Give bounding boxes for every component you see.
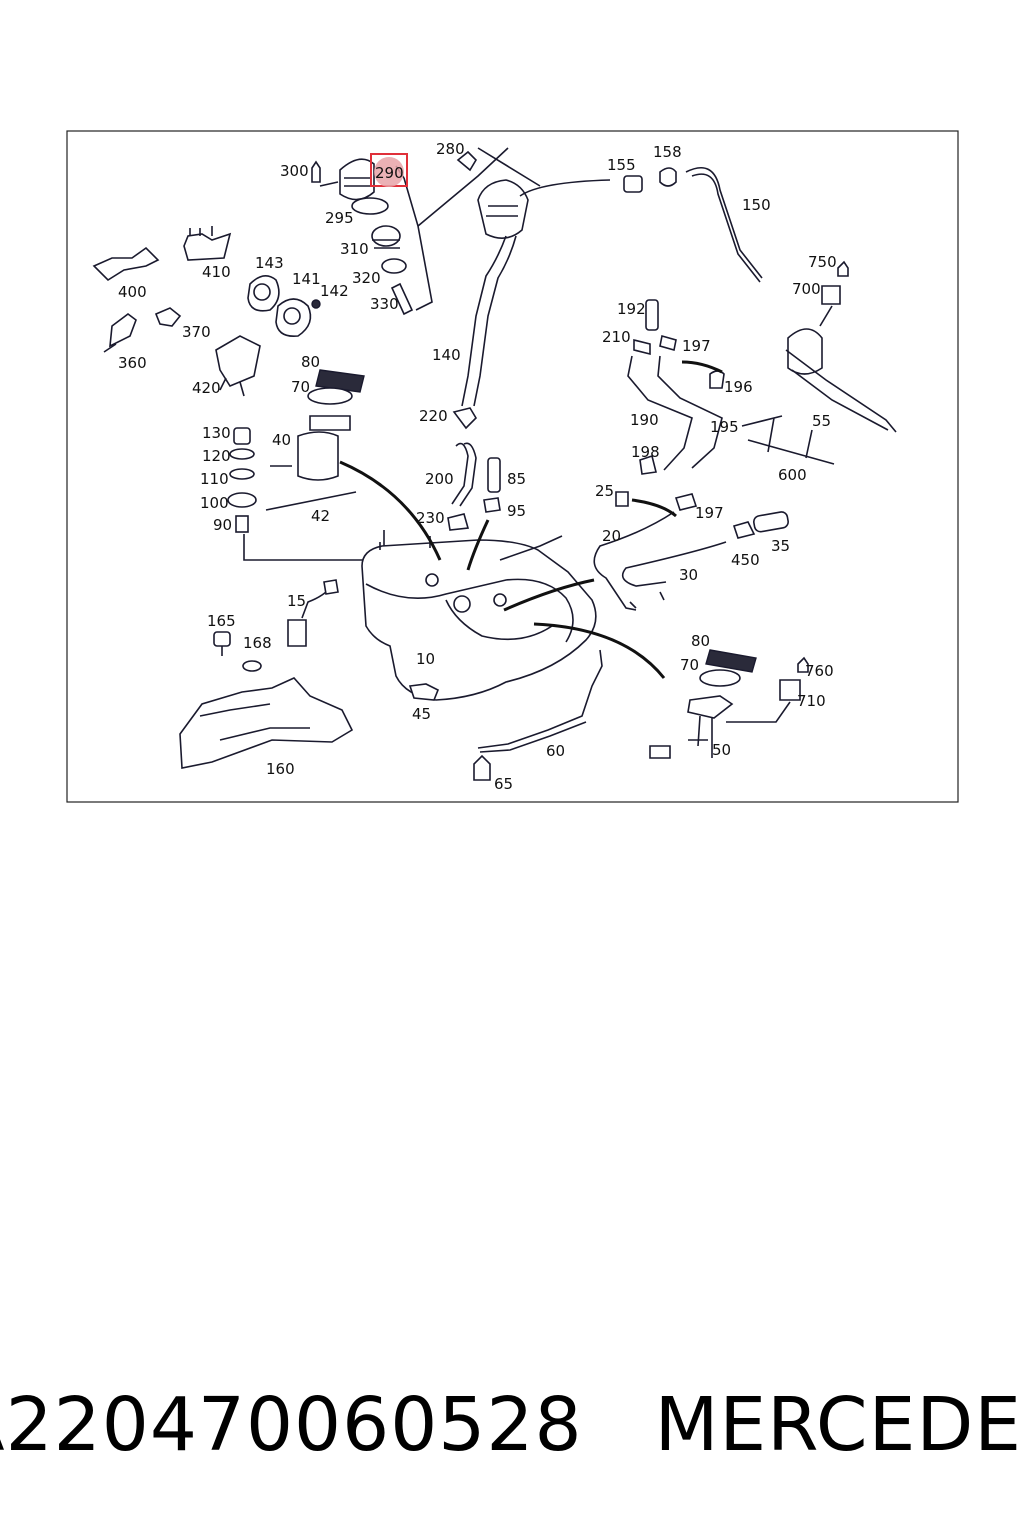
callout-20: 20 (602, 527, 621, 545)
fuel-lines-lower-right (593, 511, 789, 611)
callout-142: 142 (320, 282, 349, 300)
highlighted-part-marker: 290 (370, 153, 408, 187)
flange-group (247, 275, 321, 338)
callout-410: 410 (202, 263, 231, 281)
assembly-arrows (339, 360, 723, 679)
fuel-pump-left-group (270, 369, 365, 481)
brackets-left (103, 307, 261, 397)
callout-198: 198 (631, 443, 660, 461)
callout-30: 30 (679, 566, 698, 584)
filler-neck-group (417, 147, 611, 407)
callout-25: 25 (595, 482, 614, 500)
fuel-pump-right-group (649, 649, 809, 759)
callout-100: 100 (200, 494, 229, 512)
callout-160: 160 (266, 760, 295, 778)
callout-197-upper: 197 (682, 337, 711, 355)
callout-320: 320 (352, 269, 381, 287)
callout-200: 200 (425, 470, 454, 488)
callout-85: 85 (507, 470, 526, 488)
callout-35: 35 (771, 537, 790, 555)
callout-80-right: 80 (691, 632, 710, 650)
callout-60: 60 (546, 742, 565, 760)
callout-141: 141 (292, 270, 321, 288)
brackets-upper-left (92, 226, 232, 282)
callout-40: 40 (272, 431, 291, 449)
brand-name: MERCEDES (654, 1382, 1024, 1468)
callout-750: 750 (808, 253, 837, 271)
product-caption: A220470060528 MERCEDES (0, 1370, 1024, 1480)
callout-196: 196 (724, 378, 753, 396)
vent-hose-group (623, 167, 763, 283)
callout-95: 95 (507, 502, 526, 520)
callout-140: 140 (432, 346, 461, 364)
callout-420: 420 (192, 379, 221, 397)
callout-600: 600 (778, 466, 807, 484)
hose-group-center (447, 407, 501, 531)
callout-150: 150 (742, 196, 771, 214)
callout-700: 700 (792, 280, 821, 298)
callout-45: 45 (412, 705, 431, 723)
callout-55: 55 (812, 412, 831, 430)
callout-210: 210 (602, 328, 631, 346)
callout-158: 158 (653, 143, 682, 161)
callout-280: 280 (436, 140, 465, 158)
callout-155: 155 (607, 156, 636, 174)
mount-stack (227, 427, 385, 561)
part-number: A220470060528 (0, 1382, 583, 1468)
callout-70-right: 70 (680, 656, 699, 674)
parts-diagram: 10 15 20 25 30 35 40 42 45 50 55 60 65 7… (66, 130, 959, 803)
callout-15: 15 (287, 592, 306, 610)
callout-70-left: 70 (291, 378, 310, 396)
callout-10: 10 (416, 650, 435, 668)
callout-290: 290 (375, 164, 404, 182)
callout-50: 50 (712, 741, 731, 759)
callout-300: 300 (280, 162, 309, 180)
callout-710: 710 (797, 692, 826, 710)
callout-65: 65 (494, 775, 513, 793)
callout-168: 168 (243, 634, 272, 652)
lower-parts (179, 579, 603, 781)
harness-group (741, 260, 897, 465)
callout-labels: 10 15 20 25 30 35 40 42 45 50 55 60 65 7… (118, 140, 837, 793)
callout-197-lower: 197 (695, 504, 724, 522)
callout-120: 120 (202, 447, 231, 465)
callout-220: 220 (419, 407, 448, 425)
callout-90: 90 (213, 516, 232, 534)
callout-195: 195 (710, 418, 739, 436)
callout-110: 110 (200, 470, 229, 488)
callout-370: 370 (182, 323, 211, 341)
callout-80-left: 80 (301, 353, 320, 371)
callout-450: 450 (731, 551, 760, 569)
hose-group-right (615, 299, 725, 511)
breather-valve-group (311, 158, 433, 316)
callout-143: 143 (255, 254, 284, 272)
fuel-tank-exploded-view: 10 15 20 25 30 35 40 42 45 50 55 60 65 7… (66, 130, 959, 803)
callout-360: 360 (118, 354, 147, 372)
callout-400: 400 (118, 283, 147, 301)
callout-310: 310 (340, 240, 369, 258)
callout-330: 330 (370, 295, 399, 313)
callout-165: 165 (207, 612, 236, 630)
callout-230: 230 (416, 509, 445, 527)
callout-190: 190 (630, 411, 659, 429)
callout-42: 42 (311, 507, 330, 525)
callout-192: 192 (617, 300, 646, 318)
callout-130: 130 (202, 424, 231, 442)
callout-760: 760 (805, 662, 834, 680)
highlight-circle (374, 157, 404, 187)
callout-295: 295 (325, 209, 354, 227)
